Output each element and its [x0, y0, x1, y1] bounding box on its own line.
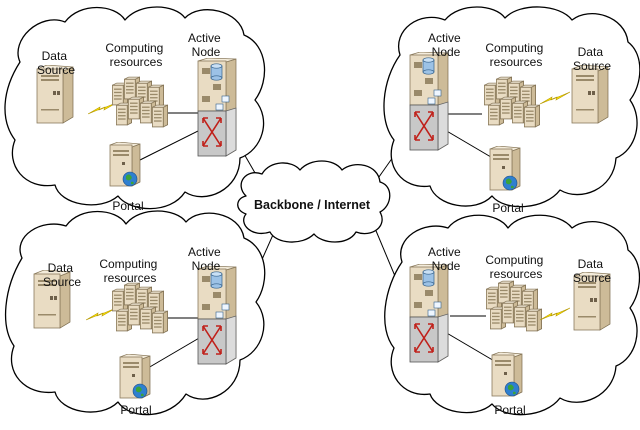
site-bottom-right: Active Node Computing resources Data Sou… — [384, 214, 640, 417]
active-node-label: Active Node — [188, 31, 224, 59]
portal-server-icon — [492, 352, 522, 396]
computing-resources-label: Computing resources — [485, 253, 546, 281]
site-top-left: Data Source Computing resources Active N… — [4, 6, 266, 213]
backbone-cloud — [237, 160, 391, 243]
site-links — [444, 315, 497, 363]
active-node-icon — [198, 266, 236, 364]
portal-label: Portal — [120, 403, 151, 417]
active-node-label: Active Node — [428, 31, 464, 59]
site-top-right: Active Node Computing resources Data Sou… — [383, 6, 640, 215]
portal-server-icon — [490, 146, 520, 190]
computing-resources-label: Computing resources — [485, 41, 546, 69]
active-node-icon — [410, 264, 448, 362]
site-links — [147, 317, 207, 369]
backbone-cloud-group: Backbone / Internet — [237, 160, 391, 243]
portal-label: Portal — [494, 403, 525, 417]
site-links — [444, 113, 497, 161]
active-node-icon — [410, 52, 448, 150]
site-bottom-left: Data Source Computing resources Active N… — [4, 210, 266, 417]
data-source-label: Data Source — [43, 261, 81, 289]
portal-label: Portal — [112, 199, 143, 213]
portal-server-icon — [120, 354, 150, 398]
computing-resources-label: Computing resources — [99, 257, 160, 285]
portal-server-icon — [110, 142, 140, 186]
portal-label: Portal — [492, 201, 523, 215]
data-source-server-icon — [572, 65, 608, 123]
data-source-label: Data Source — [37, 49, 75, 77]
active-node-label: Active Node — [188, 245, 224, 273]
active-node-icon — [198, 58, 236, 156]
data-source-label: Data Source — [573, 257, 611, 285]
data-source-label: Data Source — [573, 45, 611, 73]
site-links — [139, 112, 209, 161]
computing-resources-label: Computing resources — [105, 41, 166, 69]
backbone-label: Backbone / Internet — [254, 198, 371, 212]
active-node-label: Active Node — [428, 245, 464, 273]
